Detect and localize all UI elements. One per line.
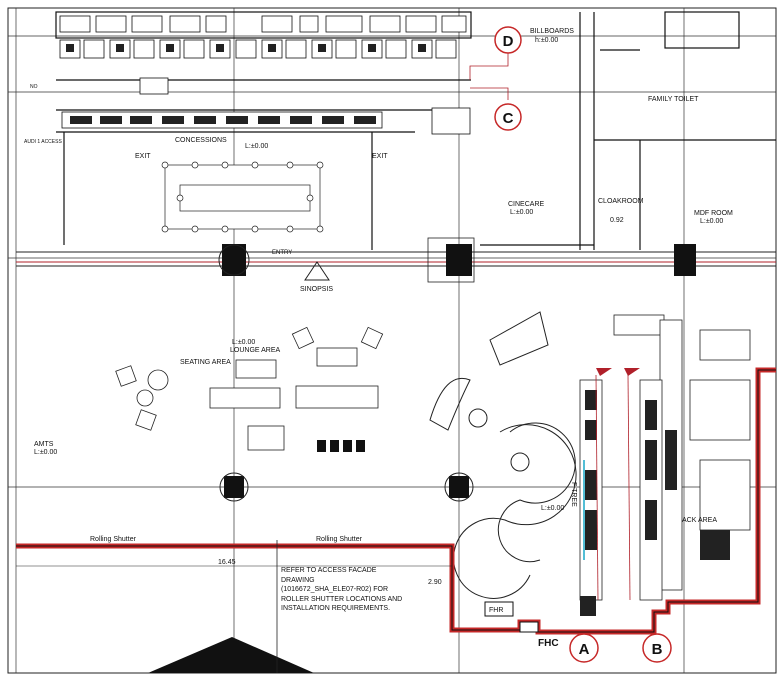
- concessions-label: CONCESSIONS: [175, 137, 227, 144]
- dimension-2-90: 2.90: [428, 579, 442, 586]
- facade-note: REFER TO ACCESS FACADE DRAWING (1016672_…: [281, 567, 403, 612]
- lounge-level: L:±0.00: [232, 339, 255, 346]
- fhc-box: [519, 621, 539, 633]
- exit-right-label: EXIT: [372, 153, 388, 160]
- grid-marker-c: C: [494, 103, 522, 131]
- concessions-level: L:±0.00: [245, 143, 268, 150]
- sinopsis-symbol: [304, 261, 330, 281]
- lounge-area-label: LOUNGE AREA: [230, 347, 281, 354]
- svg-text:B: B: [652, 641, 663, 658]
- lounge-furniture: [115, 326, 384, 451]
- grid-marker-d: D: [494, 26, 522, 54]
- cinecare-level: L:±0.00: [510, 209, 533, 216]
- dimension-16-45: 16.45: [218, 559, 236, 566]
- entry-label: ENTRY: [272, 250, 292, 256]
- queue-line: [161, 161, 324, 233]
- upper-walls: [55, 11, 776, 250]
- billboards-level: h:±0.00: [535, 37, 558, 44]
- cinecare-label: CINECARE: [508, 201, 545, 208]
- fhr-label: FHR: [489, 607, 503, 614]
- seating-area-label: SEATING AREA: [180, 359, 231, 366]
- svg-text:C: C: [503, 110, 514, 127]
- no-label: NO: [30, 84, 38, 90]
- svg-text:A: A: [579, 641, 590, 658]
- audi-access-label: AUDI 1 ACCESS: [24, 139, 62, 145]
- svg-text:D: D: [503, 33, 514, 50]
- cloakroom-label: CLOAKROOM: [598, 198, 644, 205]
- mdf-room-level: L:±0.00: [700, 218, 723, 225]
- rolling-shutter-1: Rolling Shutter: [90, 536, 137, 543]
- billboards-label: BILLBOARDS: [530, 28, 574, 35]
- fhr-box: [484, 601, 514, 617]
- grid-marker-a: A: [569, 633, 599, 663]
- lounge-tables: [317, 440, 365, 452]
- curved-benches: [429, 311, 577, 599]
- amts-level: L:±0.00: [34, 449, 57, 456]
- back-area-equipment: [580, 390, 730, 616]
- entry-wall: [16, 251, 776, 267]
- sinopsis-label: SINOPSIS: [300, 286, 333, 293]
- back-area-label: ACK AREA: [682, 517, 717, 524]
- cloakroom-dimension: 0.92: [610, 217, 624, 224]
- exit-left-label: EXIT: [135, 153, 151, 160]
- fhc-label: FHC: [538, 638, 559, 649]
- structural-columns: [218, 237, 696, 502]
- equipment-row-blocks: [66, 44, 426, 124]
- stair-wedge: [148, 637, 314, 673]
- grid-marker-b: B: [642, 633, 672, 663]
- rolling-shutter-2: Rolling Shutter: [316, 536, 363, 543]
- center-level: L:±0.00: [541, 505, 564, 512]
- family-toilet-label: FAMILY TOILET: [648, 96, 699, 103]
- amts-label: AMTS: [34, 441, 54, 448]
- tree-label: F TREE: [570, 482, 577, 507]
- mdf-room-label: MDF ROOM: [694, 210, 733, 217]
